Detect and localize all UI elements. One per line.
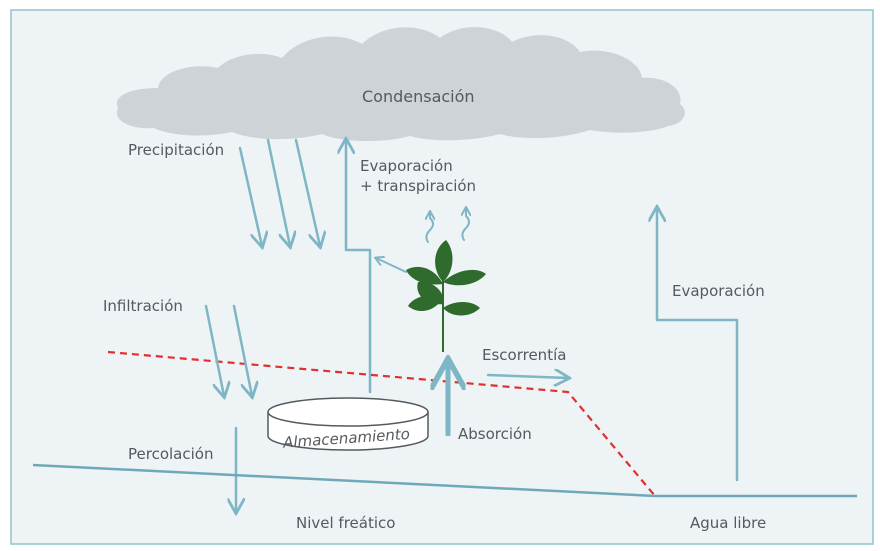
water-table-line: [32, 463, 857, 498]
percolation-label: Percolación: [128, 445, 213, 463]
condensation-label: Condensación: [362, 87, 475, 106]
transpiration-arrow: [376, 258, 407, 273]
evaporation-arrow: [657, 208, 739, 482]
evaporation-label: Evaporación: [672, 282, 765, 300]
storage-tank-icon: [267, 397, 429, 451]
evapotranspiration-label-line1: Evaporación: [360, 157, 453, 175]
runoff-label: Escorrentía: [482, 346, 566, 364]
precipitation-arrows: [238, 138, 320, 246]
free-water-label: Agua libre: [690, 514, 766, 532]
absorption-label: Absorción: [458, 425, 532, 443]
dashed-boundary-line: [107, 350, 656, 497]
water-table-label: Nivel freático: [296, 514, 395, 532]
evapotranspiration-arrow: [346, 140, 372, 394]
cloud-icon: [116, 27, 685, 142]
precipitation-label: Precipitación: [128, 141, 224, 159]
transpiration-arrow: [462, 208, 469, 241]
plant-icon: [406, 240, 486, 352]
infiltration-label: Infiltración: [103, 297, 183, 315]
runoff-arrow: [486, 375, 568, 378]
infiltration-arrows: [204, 304, 252, 396]
evapotranspiration-label-line2: + transpiración: [360, 177, 476, 195]
transpiration-arrow: [426, 212, 433, 243]
